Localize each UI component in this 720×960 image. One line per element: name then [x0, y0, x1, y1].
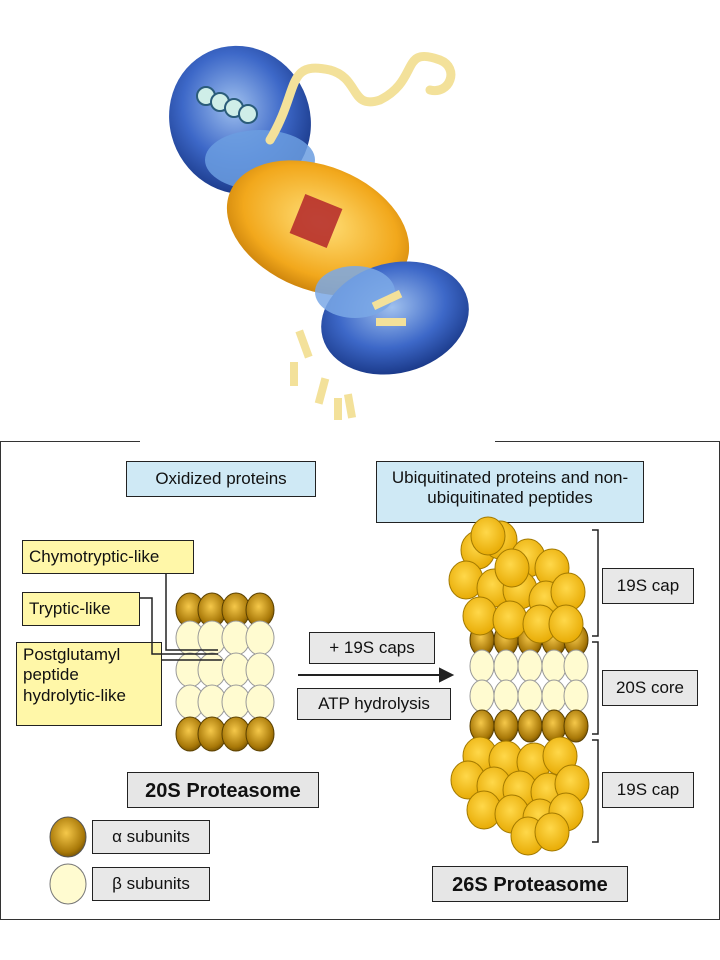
arrow-icon [298, 667, 455, 683]
bracket-icons [592, 529, 599, 843]
proteasome-26s-title: 26S Proteasome [432, 866, 628, 902]
cap-subunit [462, 596, 498, 636]
cap-subunit [470, 516, 506, 556]
alpha-subunit [517, 709, 543, 743]
beta-subunit [493, 679, 519, 713]
atp-hydrolysis-label: ATP hydrolysis [297, 688, 451, 720]
alpha-subunits-label: α subunits [92, 820, 210, 854]
beta-subunit [517, 679, 543, 713]
core-label: 20S core [602, 670, 698, 706]
frame-top-left [0, 441, 140, 442]
postglutamyl-label: Postglutamyl peptide hydrolytic-like [16, 642, 162, 726]
chymotryptic-label: Chymotryptic-like [22, 540, 194, 574]
lower-cap-lobe [315, 266, 395, 318]
cap-bottom-label: 19S cap [602, 772, 694, 808]
cap-subunit [492, 600, 528, 640]
alpha-legend-icon [49, 816, 87, 858]
cap-subunit [534, 812, 570, 852]
beta-subunits-label: β subunits [92, 867, 210, 901]
beta-subunit [245, 620, 275, 656]
cap-subunit [494, 548, 530, 588]
frame-top-right [495, 441, 720, 442]
tryptic-label: Tryptic-like [22, 592, 140, 626]
beta-subunit [541, 649, 567, 683]
beta-subunit [541, 679, 567, 713]
beta-subunit [517, 649, 543, 683]
alpha-subunit [245, 716, 275, 752]
alpha-subunit [493, 709, 519, 743]
oxidized-proteins-label: Oxidized proteins [126, 461, 316, 497]
protein-strand-icon [265, 51, 456, 145]
beta-subunit [245, 652, 275, 688]
beta-subunit [469, 679, 495, 713]
beta-legend-icon [49, 863, 87, 905]
beta-subunit [563, 649, 589, 683]
beta-subunit [469, 649, 495, 683]
core-interior-icon [289, 194, 343, 248]
cap-subunit [548, 604, 584, 644]
beta-subunit [493, 649, 519, 683]
ubiquitinated-proteins-label: Ubiquitinated proteins and non-ubiquitin… [376, 461, 644, 523]
peptide-chain-icon [196, 86, 258, 124]
alpha-subunit [563, 709, 589, 743]
beta-subunit [245, 684, 275, 720]
peptide-fragments-icon [290, 290, 406, 420]
proteasome-3d-illustration [169, 45, 469, 420]
site-connector-lines [140, 574, 222, 661]
proteasome-20s-title: 20S Proteasome [127, 772, 319, 808]
cap-top-label: 19S cap [602, 568, 694, 604]
plus-19s-caps-label: + 19S caps [309, 632, 435, 664]
beta-subunit [563, 679, 589, 713]
diagram-shapes [49, 516, 599, 905]
